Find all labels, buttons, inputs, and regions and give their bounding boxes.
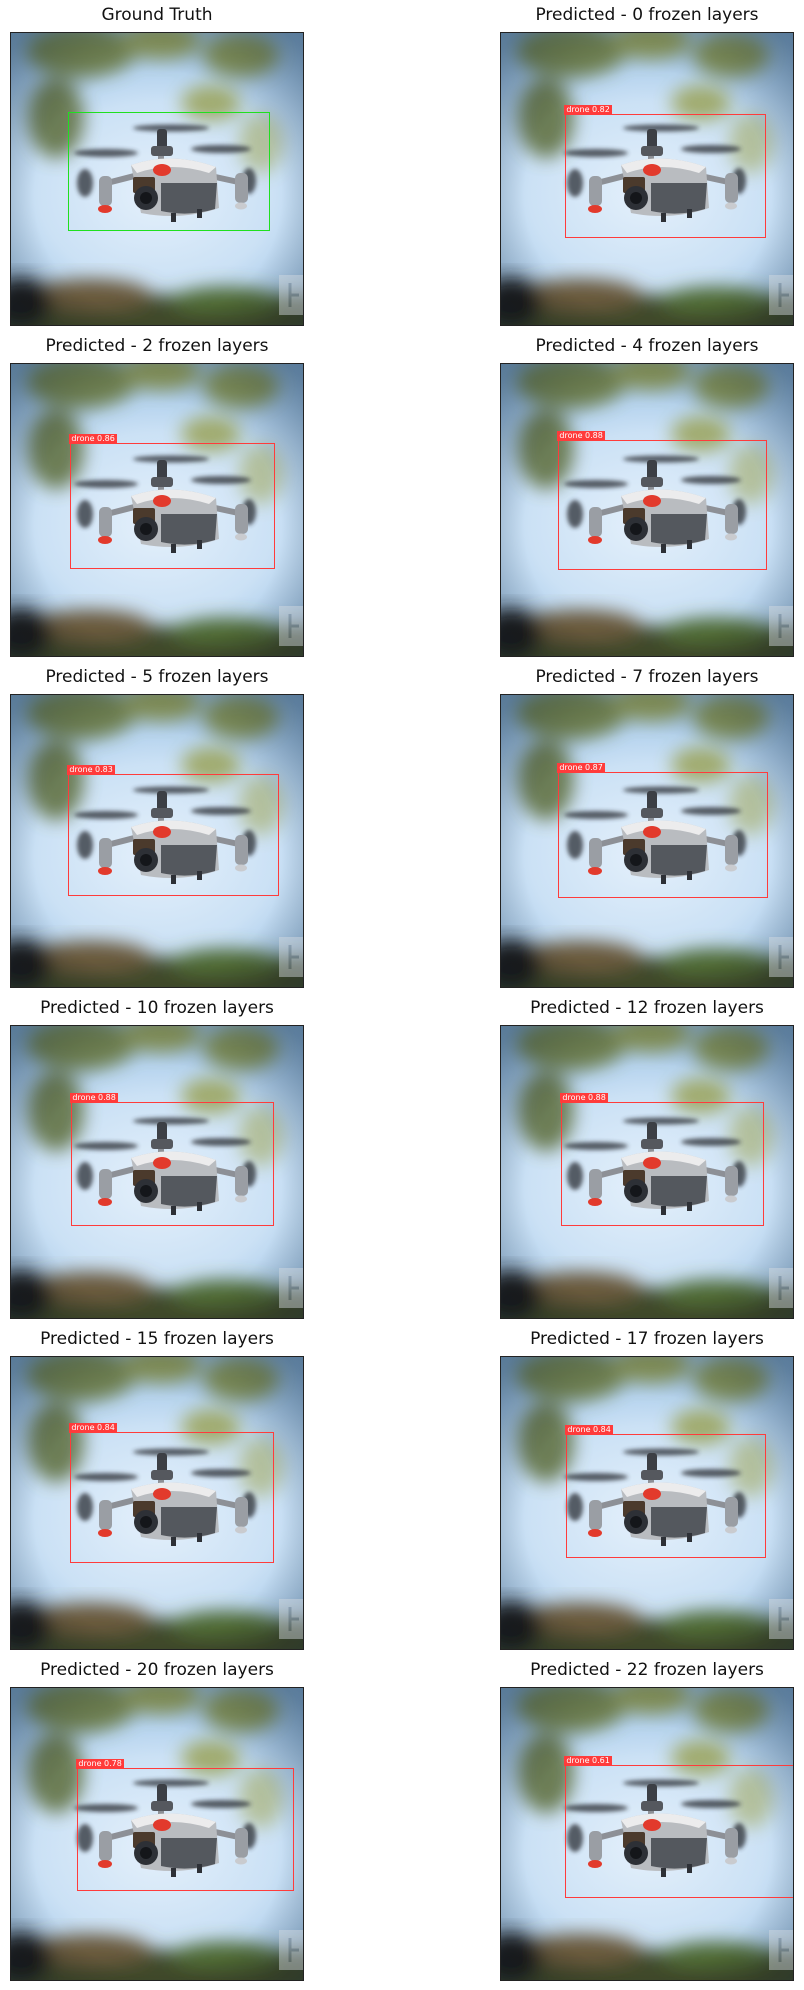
prediction-label: drone 0.84 — [565, 1425, 613, 1435]
prediction-box: drone 0.87 — [557, 763, 768, 898]
panel-title: Predicted - 17 frozen layers — [530, 1329, 764, 1349]
drone-photo: drone 0.84 — [10, 1356, 304, 1650]
drone-photo: drone 0.61 — [500, 1687, 794, 1981]
prediction-box: drone 0.88 — [70, 1093, 274, 1226]
drone-photo: drone 0.82 — [500, 32, 794, 326]
panel-prediction-20: Predicted - 20 frozen layers — [10, 1660, 304, 1990]
prediction-box: drone 0.88 — [557, 431, 767, 570]
prediction-label: drone 0.86 — [69, 434, 117, 444]
prediction-label: drone 0.83 — [67, 765, 115, 775]
prediction-label: drone 0.84 — [69, 1423, 117, 1433]
drone-photo: drone 0.88 — [500, 1025, 794, 1319]
drone-photo: drone 0.86 — [10, 363, 304, 657]
panel-prediction-17: Predicted - 17 frozen layers — [500, 1329, 794, 1659]
panel-title: Predicted - 22 frozen layers — [530, 1660, 764, 1680]
panel-prediction-0: Predicted - 0 frozen layers — [500, 5, 794, 335]
panel-prediction-7: Predicted - 7 frozen layers — [500, 667, 794, 997]
panel-title: Predicted - 5 frozen layers — [45, 667, 269, 687]
drone-photo: drone 0.88 — [500, 363, 794, 657]
panel-title: Predicted - 10 frozen layers — [40, 998, 274, 1018]
panel-prediction-4: Predicted - 4 frozen layers — [500, 336, 794, 666]
panel-prediction-15: Predicted - 15 frozen layers — [10, 1329, 304, 1659]
panel-title: Predicted - 15 frozen layers — [40, 1329, 274, 1349]
panel-title: Predicted - 0 frozen layers — [535, 5, 759, 25]
drone-photo: drone 0.83 — [10, 694, 304, 988]
panel-prediction-22: Predicted - 22 frozen layers — [500, 1660, 794, 1990]
panel-title: Predicted - 2 frozen layers — [45, 336, 269, 356]
drone-photo: drone 0.78 — [10, 1687, 304, 1981]
prediction-box: drone 0.84 — [69, 1423, 274, 1563]
panel-prediction-5: Predicted - 5 frozen layers — [10, 667, 304, 997]
prediction-label: drone 0.88 — [70, 1093, 118, 1103]
panel-title: Predicted - 20 frozen layers — [40, 1660, 274, 1680]
panel-ground-truth: Ground Truth — [10, 5, 304, 335]
prediction-label: drone 0.88 — [560, 1093, 608, 1103]
prediction-label: drone 0.88 — [557, 431, 605, 441]
prediction-box: drone 0.86 — [69, 434, 275, 569]
prediction-label: drone 0.82 — [564, 105, 612, 115]
drone-photo: drone 0.87 — [500, 694, 794, 988]
prediction-box: drone 0.88 — [560, 1093, 764, 1226]
prediction-label: drone 0.87 — [557, 763, 605, 773]
prediction-box: drone 0.82 — [564, 105, 766, 238]
panel-title: Predicted - 12 frozen layers — [530, 998, 764, 1018]
prediction-box: drone 0.61 — [564, 1756, 793, 1898]
drone-photo: drone 0.88 — [10, 1025, 304, 1319]
prediction-box: drone 0.84 — [565, 1425, 766, 1558]
ground-truth-box — [68, 112, 270, 231]
prediction-label: drone 0.61 — [564, 1756, 612, 1766]
prediction-box: drone 0.78 — [76, 1759, 294, 1891]
drone-photo: drone 0.84 — [500, 1356, 794, 1650]
panel-prediction-2: Predicted - 2 frozen layers — [10, 336, 304, 666]
panel-title: Predicted - 4 frozen layers — [535, 336, 759, 356]
panel-title: Ground Truth — [101, 5, 213, 25]
panel-title: Predicted - 7 frozen layers — [535, 667, 759, 687]
panel-prediction-10: Predicted - 10 frozen layers — [10, 998, 304, 1328]
drone-photo — [10, 32, 304, 326]
prediction-box: drone 0.83 — [67, 765, 279, 896]
panel-prediction-12: Predicted - 12 frozen layers — [500, 998, 794, 1328]
prediction-label: drone 0.78 — [76, 1759, 124, 1769]
